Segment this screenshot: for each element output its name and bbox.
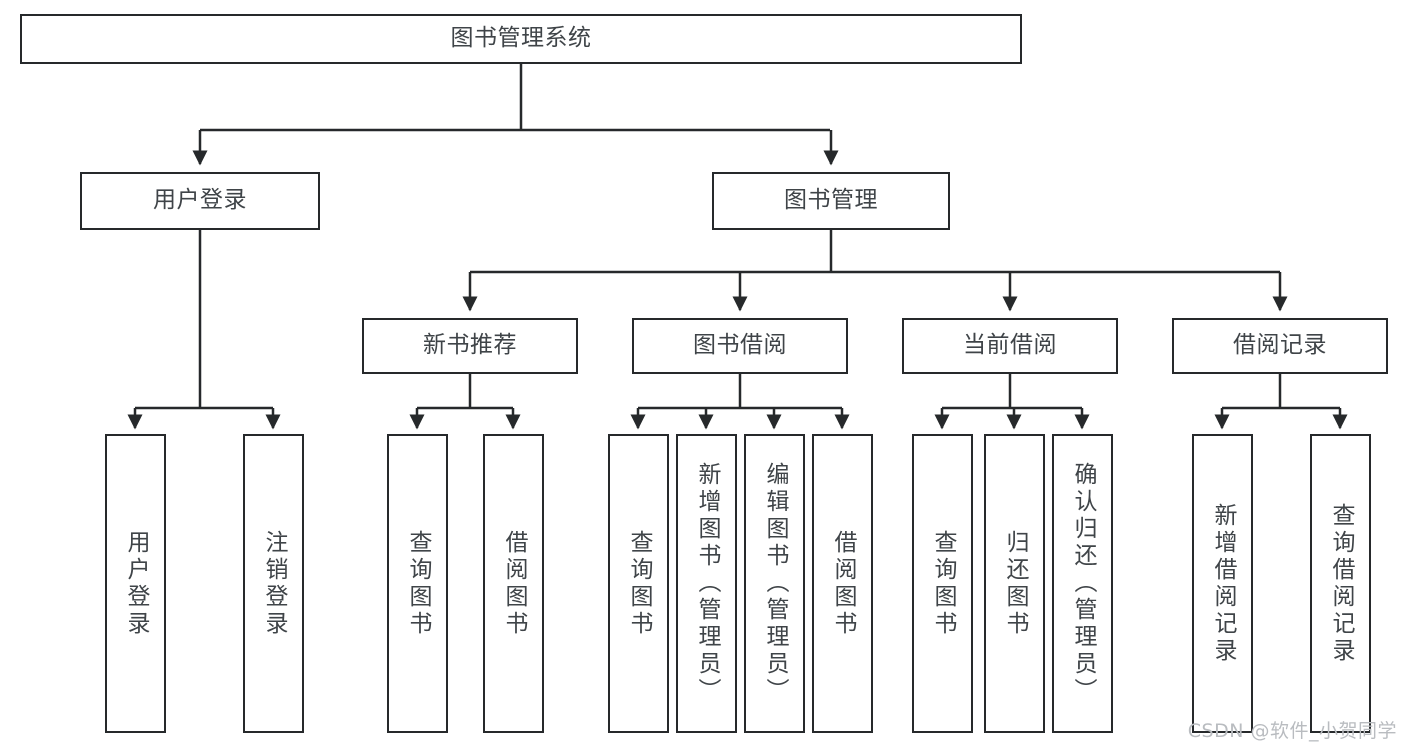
leaf-user-logout[interactable]: 注销登录 — [243, 434, 304, 733]
leaf-query-book-cur[interactable]: 查询图书 — [912, 434, 973, 733]
node-current-borrow[interactable]: 当前借阅 — [902, 318, 1118, 374]
leaf-label: 借阅图书 — [501, 529, 527, 638]
leaf-label: 借阅图书 — [830, 529, 856, 638]
node-new-book-recommend[interactable]: 新书推荐 — [362, 318, 578, 374]
node-book-manage[interactable]: 图书管理 — [712, 172, 950, 230]
leaf-borrow-book-rec[interactable]: 借阅图书 — [483, 434, 544, 733]
leaf-label: 查询借阅记录 — [1328, 502, 1354, 665]
node-borrow-record[interactable]: 借阅记录 — [1172, 318, 1388, 374]
leaf-label: 新增借阅记录 — [1210, 502, 1236, 665]
leaf-query-book-borrow[interactable]: 查询图书 — [608, 434, 669, 733]
leaf-edit-book-admin[interactable]: 编辑图书（管理员） — [744, 434, 805, 733]
leaf-label: 新增图书（管理员） — [694, 462, 720, 705]
node-user-login[interactable]: 用户登录 — [80, 172, 320, 230]
leaf-label: 查询图书 — [626, 529, 652, 638]
node-book-borrow[interactable]: 图书借阅 — [632, 318, 848, 374]
leaf-add-book-admin[interactable]: 新增图书（管理员） — [676, 434, 737, 733]
leaf-return-book[interactable]: 归还图书 — [984, 434, 1045, 733]
leaf-query-book-rec[interactable]: 查询图书 — [387, 434, 448, 733]
leaf-user-login[interactable]: 用户登录 — [105, 434, 166, 733]
leaf-label: 查询图书 — [405, 529, 431, 638]
csdn-watermark: CSDN @软件_小贺同学 — [1187, 720, 1397, 742]
leaf-add-borrow-record[interactable]: 新增借阅记录 — [1192, 434, 1253, 733]
leaf-borrow-book[interactable]: 借阅图书 — [812, 434, 873, 733]
leaf-label: 归还图书 — [1002, 529, 1028, 638]
leaf-label: 编辑图书（管理员） — [762, 462, 788, 705]
node-root[interactable]: 图书管理系统 — [20, 14, 1022, 64]
leaf-label: 注销登录 — [261, 529, 287, 638]
leaf-label: 确认归还（管理员） — [1070, 462, 1096, 705]
leaf-label: 查询图书 — [930, 529, 956, 638]
leaf-confirm-return-admin[interactable]: 确认归还（管理员） — [1052, 434, 1113, 733]
leaf-query-borrow-record[interactable]: 查询借阅记录 — [1310, 434, 1371, 733]
leaf-label: 用户登录 — [123, 529, 149, 638]
